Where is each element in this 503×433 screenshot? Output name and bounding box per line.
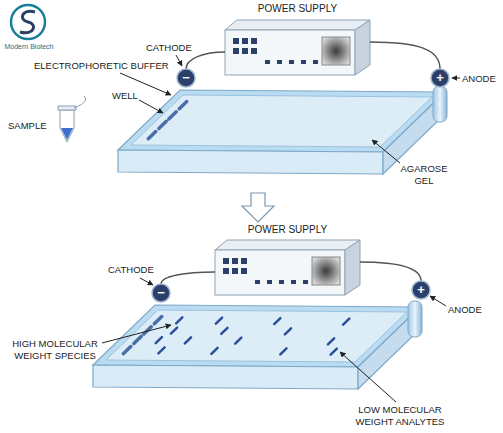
logo [11, 5, 45, 39]
electrode-sign: − [180, 71, 192, 85]
gel-stroke [158, 347, 164, 353]
wire [161, 42, 440, 284]
leader-line [102, 55, 460, 402]
gel-tank [93, 301, 422, 389]
part-label: AGAROSE GEL [394, 163, 454, 187]
gel-stroke [328, 338, 334, 344]
power-supply [215, 240, 360, 295]
node-heading: POWER SUPPLY [225, 3, 370, 15]
gel-stroke [280, 348, 286, 354]
gel-stroke [331, 349, 337, 355]
sample-tube [58, 96, 86, 142]
part-label: SAMPLE [8, 120, 47, 132]
gel-tank [118, 86, 447, 174]
part-label: HIGH MOLECULAR WEIGHT SPECIES [0, 338, 110, 362]
logo-text: Modern Biotech [2, 42, 56, 51]
part-label: CATHODE [108, 264, 154, 276]
gel-stroke [154, 317, 161, 324]
gel-stroke [343, 319, 349, 325]
gel-stroke [185, 337, 191, 343]
gel-stroke [148, 132, 155, 139]
part-label: WELL [112, 90, 138, 102]
gel-stroke [221, 328, 227, 334]
gel-stroke [159, 121, 166, 128]
gel-stroke [274, 318, 280, 324]
gel-stroke [211, 348, 217, 354]
node-heading: POWER SUPPLY [215, 224, 360, 236]
electrode [152, 69, 449, 302]
power-supply-box: POWER SUPPLY [225, 3, 370, 75]
process-arrow [242, 193, 274, 222]
gel-stroke [179, 102, 186, 109]
part-label: ANODE [448, 304, 482, 316]
electrode-sign: + [434, 71, 446, 85]
power-supply-box: POWER SUPPLY [215, 224, 360, 296]
electrode-sign: + [415, 283, 427, 297]
gel-stroke [216, 318, 222, 324]
power-supply [225, 20, 370, 75]
part-label: LOW MOLECULAR WEIGHT ANALYTES [345, 404, 455, 428]
electrode-sign: − [155, 286, 167, 300]
gel-stroke [176, 317, 182, 323]
gel-stroke [285, 328, 291, 334]
part-label: CATHODE [146, 42, 192, 54]
gel-stroke [123, 347, 130, 354]
gel-stroke [169, 112, 176, 119]
gel-stroke [134, 336, 141, 343]
part-label: ANODE [462, 73, 496, 85]
gel-stroke [156, 337, 162, 343]
gel-stroke [171, 328, 177, 334]
part-label: ELECTROPHORETIC BUFFER [34, 60, 169, 72]
gel-stroke [235, 338, 241, 344]
